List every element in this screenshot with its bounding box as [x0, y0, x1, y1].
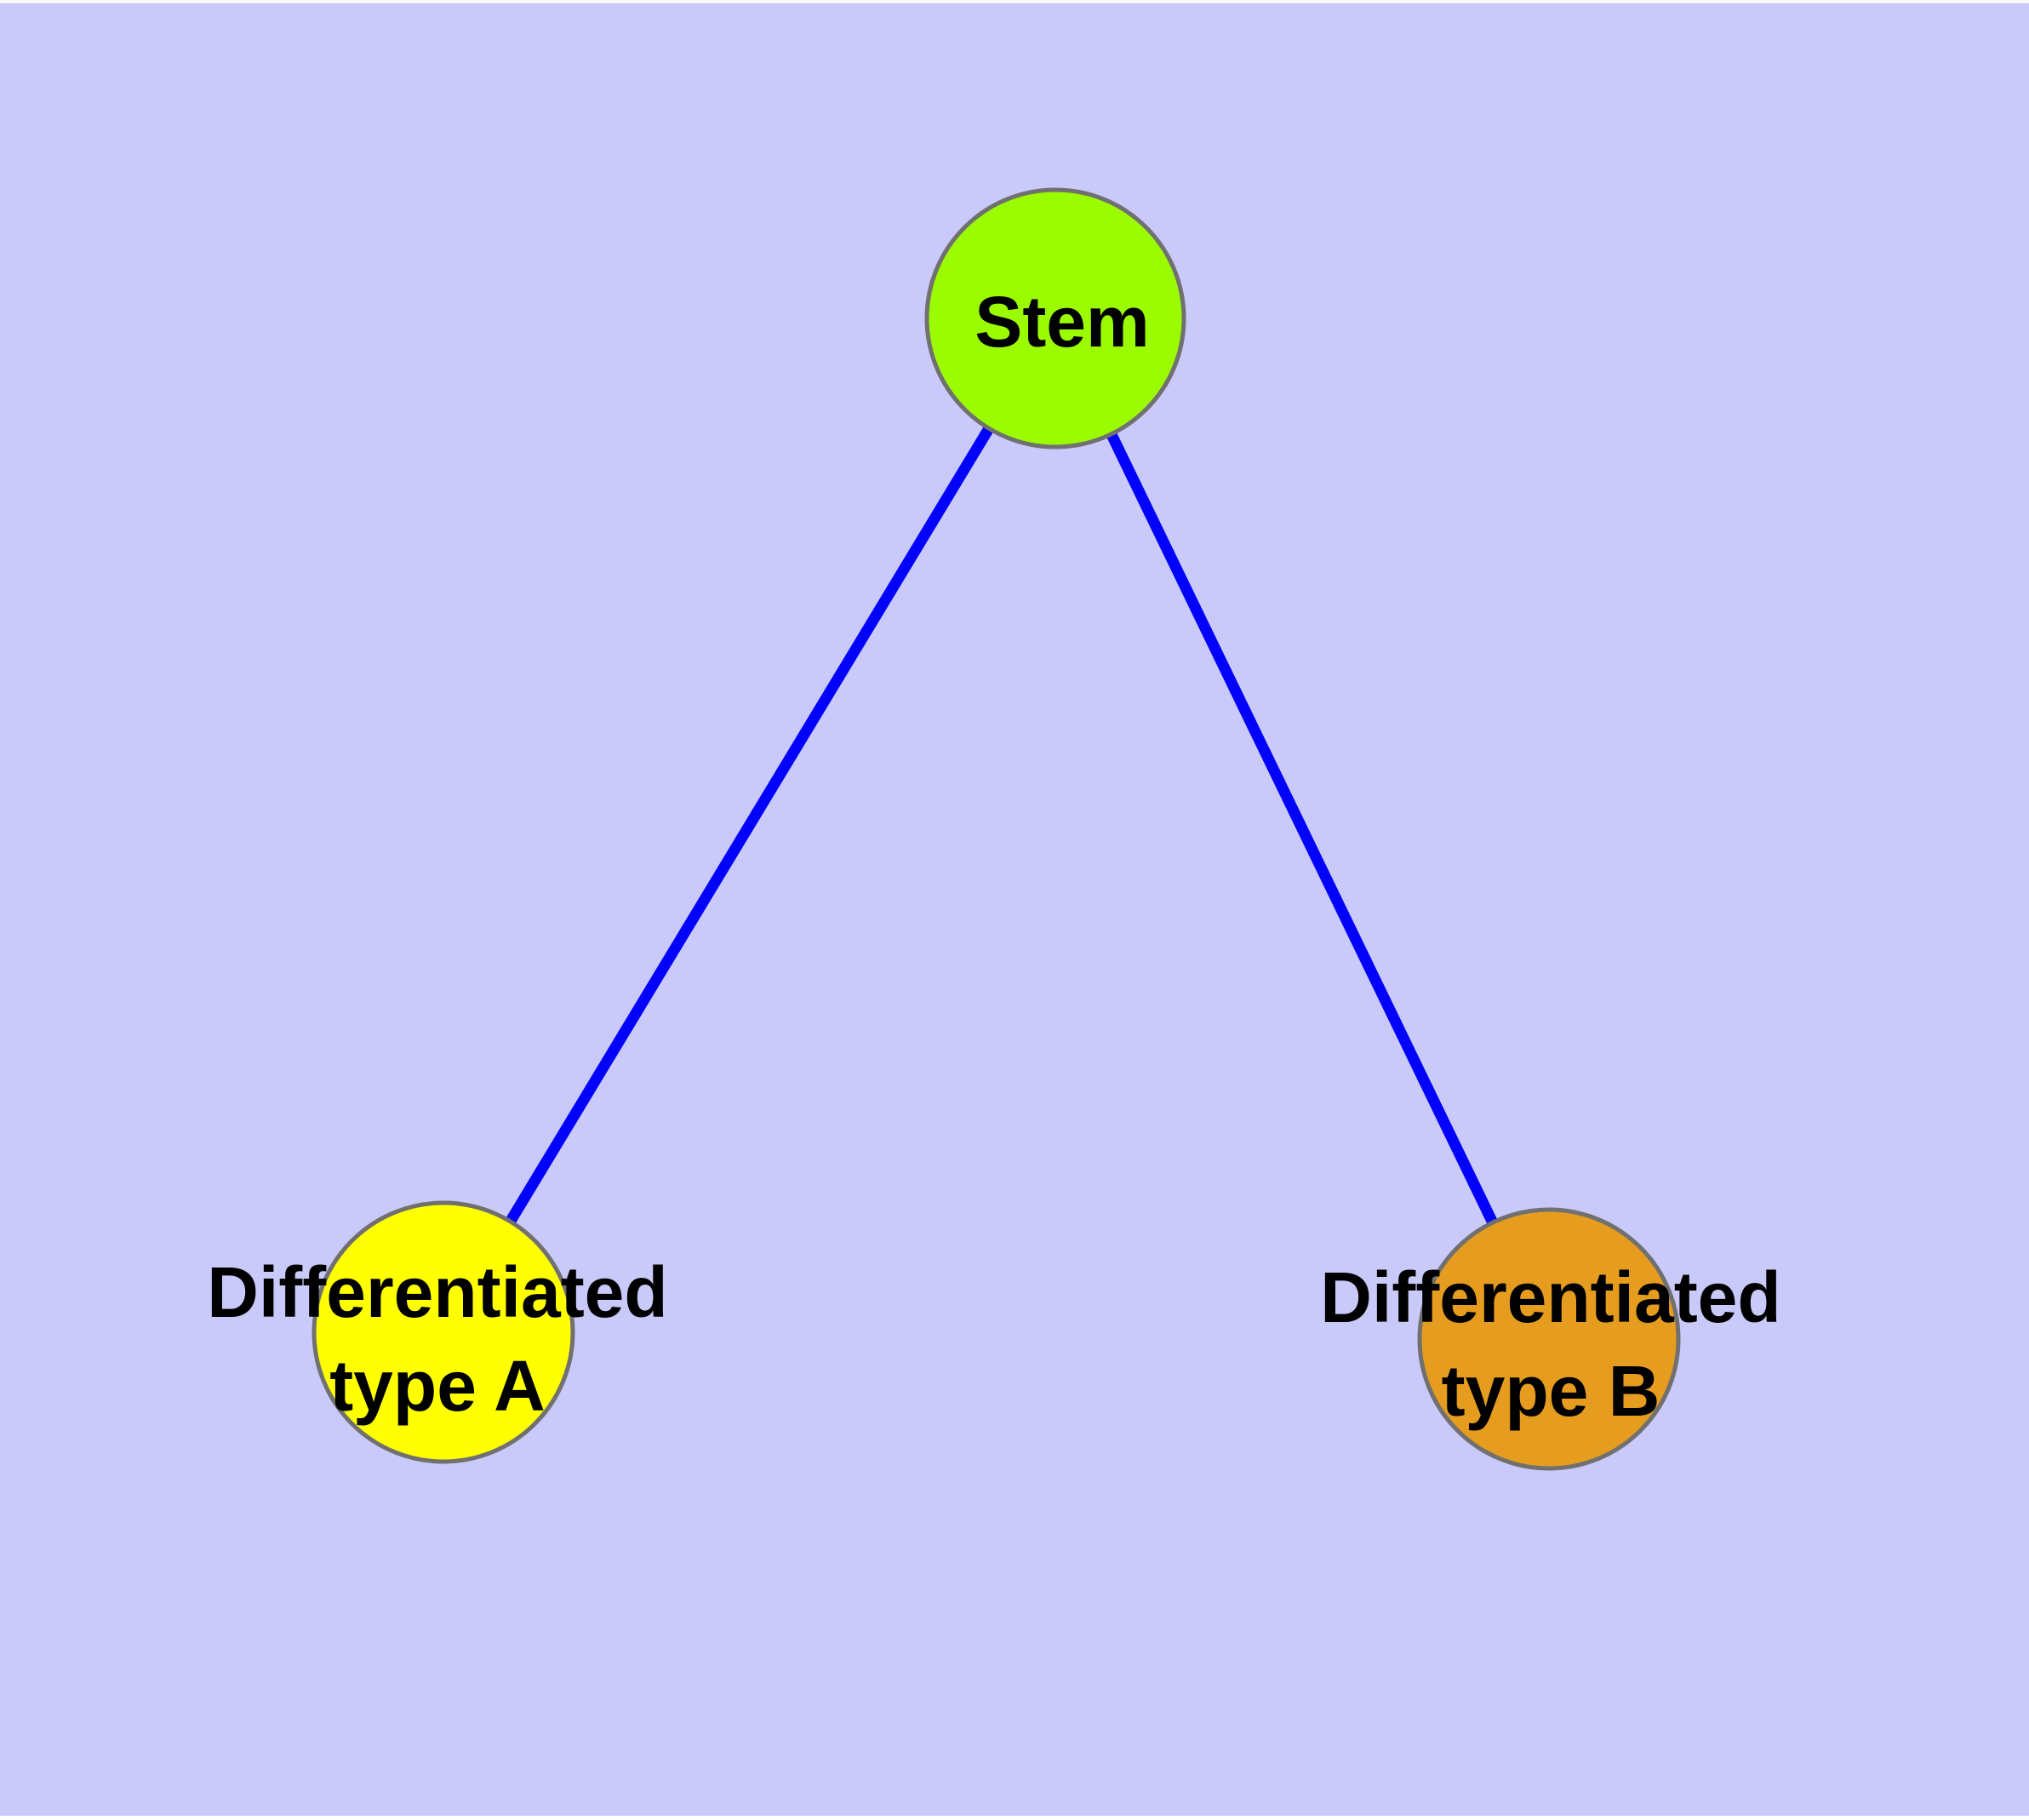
node-differentiated-type-a [311, 1200, 575, 1464]
node-type-b-label-line1: Differentiated [1320, 1257, 1780, 1337]
node-stem-label: Stem [974, 282, 1149, 362]
node-differentiated-type-b [1417, 1207, 1681, 1471]
node-type-a-label-line1: Differentiated [207, 1252, 667, 1332]
node-type-b-label-line2: type B [1442, 1351, 1660, 1431]
edge-stem-to-type-b [1049, 312, 1555, 1345]
edge-stem-to-type-a [437, 312, 1061, 1338]
node-type-a-label-line2: type A [329, 1346, 546, 1426]
bottom-margin-strip [0, 1816, 2029, 1820]
node-stem [924, 187, 1186, 449]
top-margin-strip [0, 0, 2029, 3]
